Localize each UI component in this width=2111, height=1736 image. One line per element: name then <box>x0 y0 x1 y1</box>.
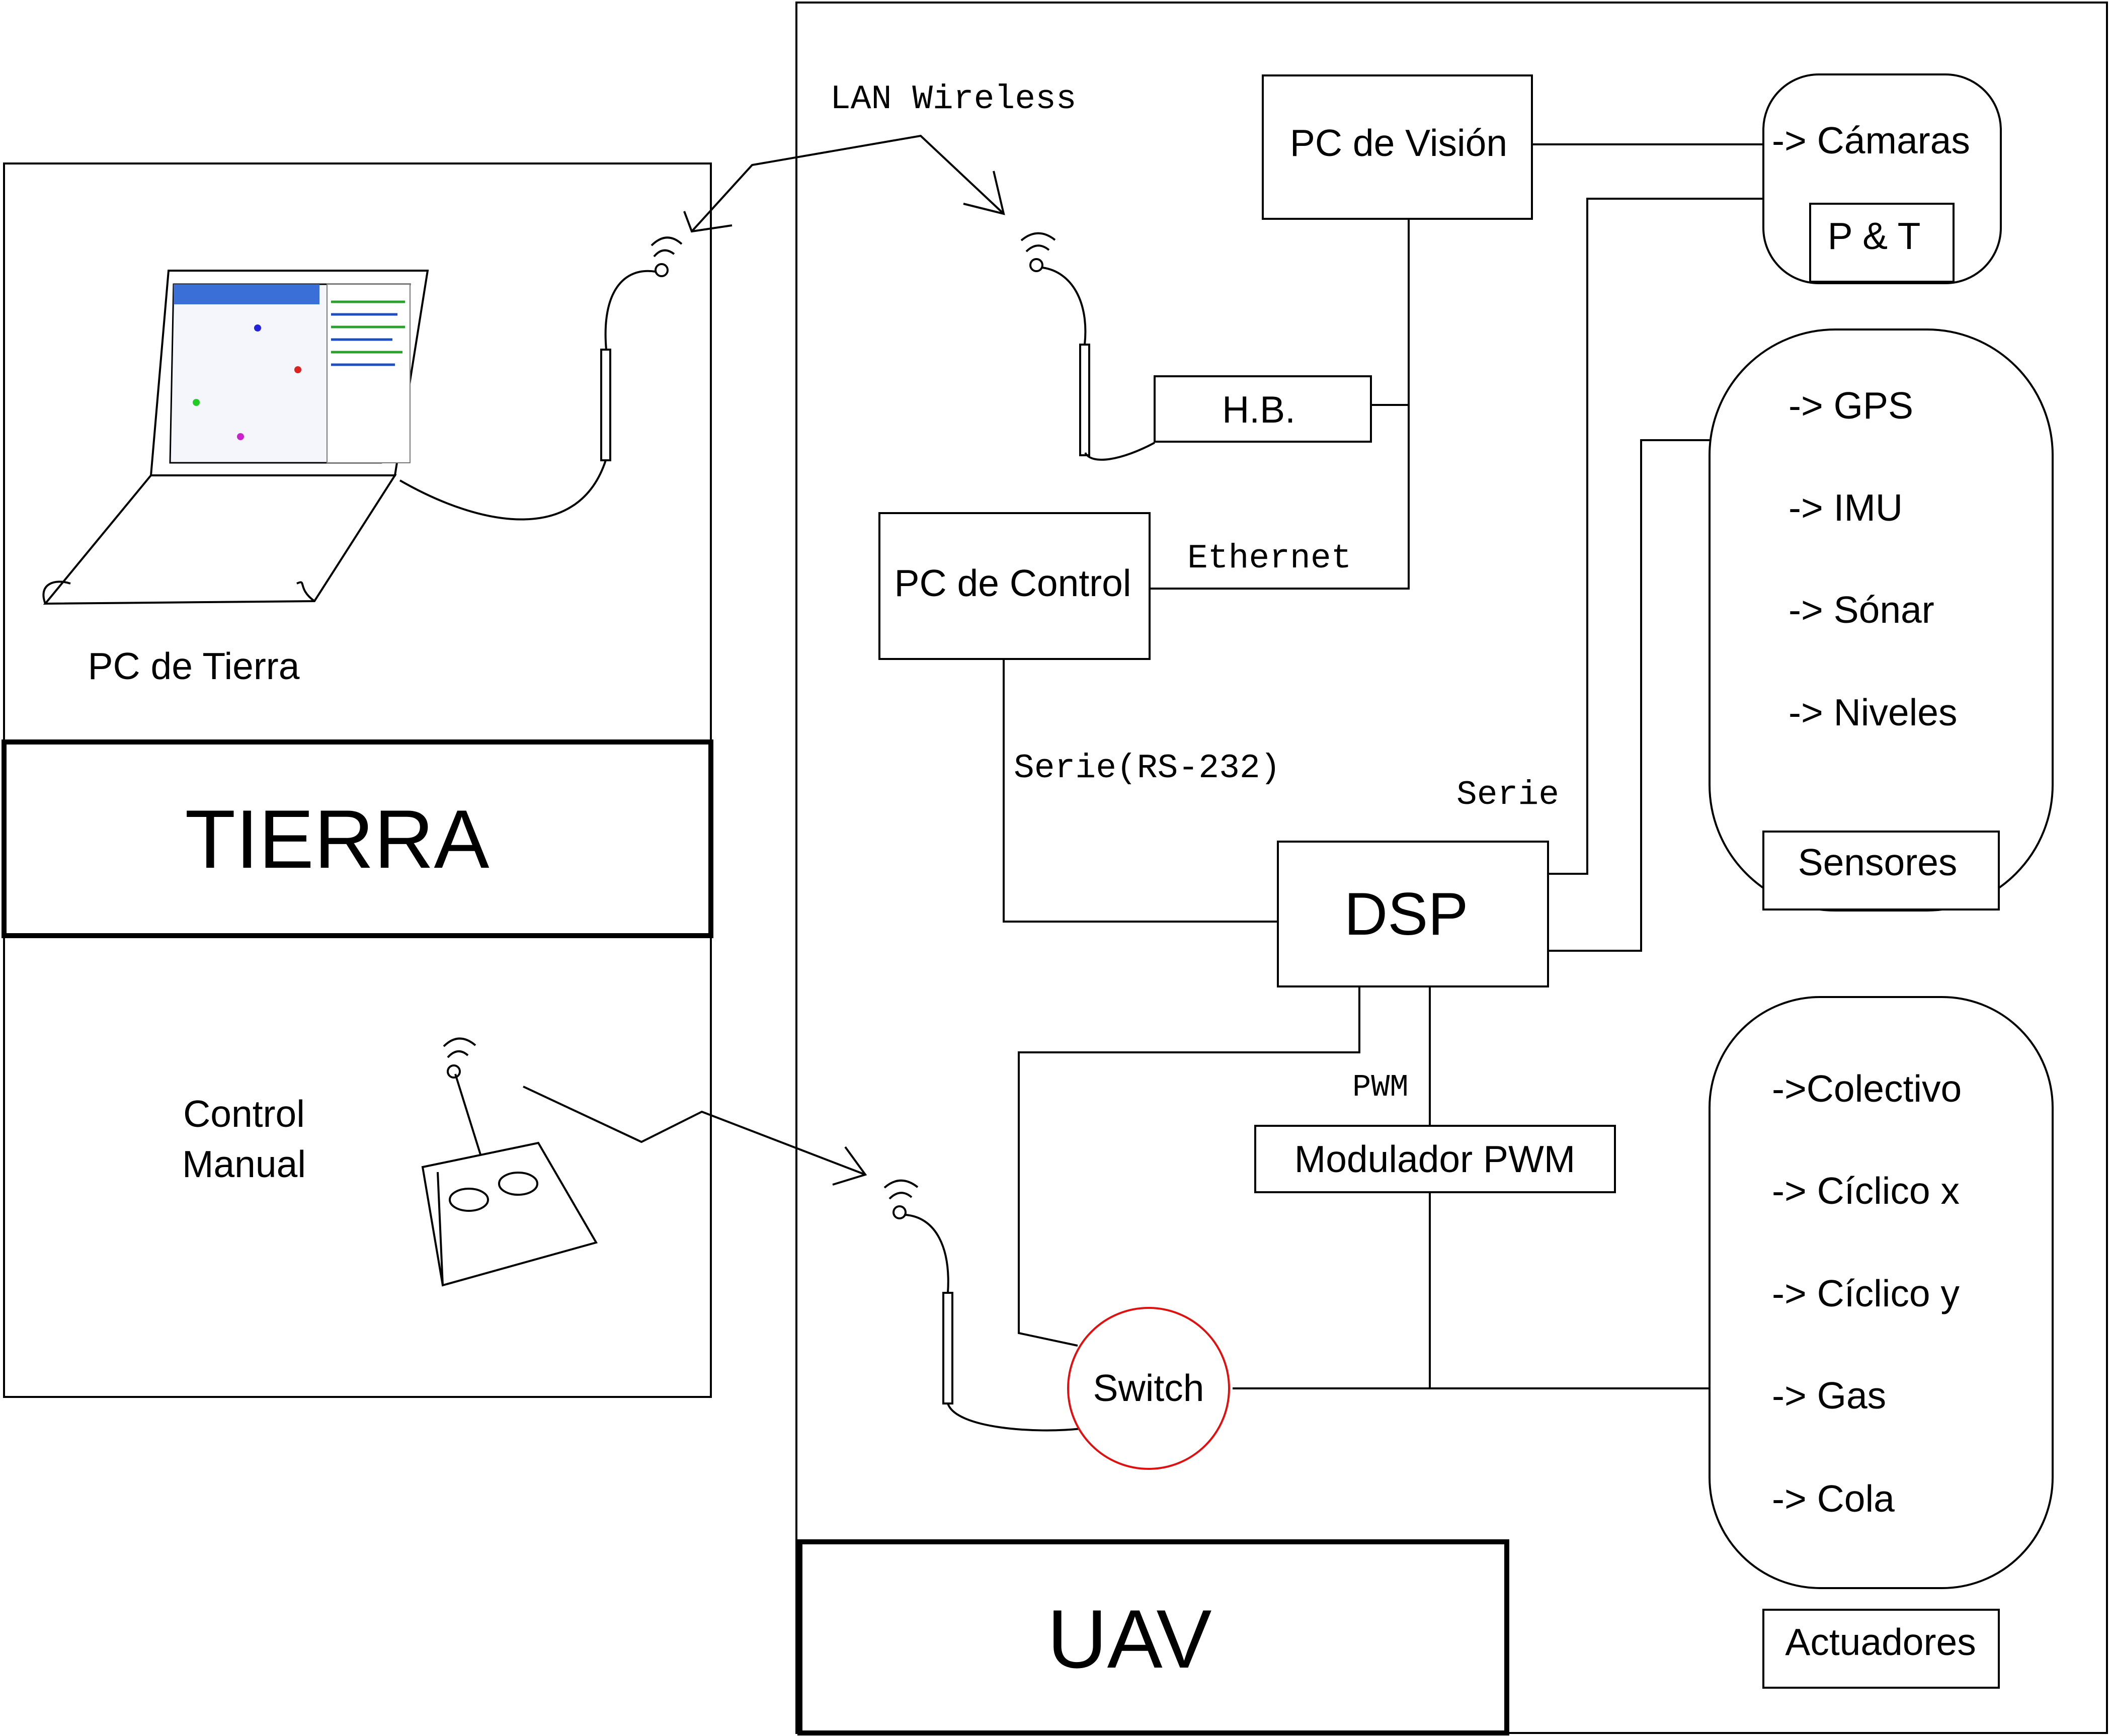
pt-box <box>1809 203 1955 283</box>
dsp-label: DSP <box>1344 880 1469 948</box>
dsp-to-switch-link <box>1018 986 1360 1347</box>
dsp-to-pt-serie-link <box>1548 198 1766 875</box>
pt-label: P & T <box>1828 215 1921 257</box>
sensores-footer-label: Sensores <box>1798 841 1958 883</box>
sensores-item-gps: -> GPS <box>1789 384 1913 427</box>
switch-label: Switch <box>1093 1367 1204 1409</box>
modulador-pwm-label: Modulador PWM <box>1294 1138 1576 1180</box>
serie-rs232-link <box>1003 659 1278 923</box>
switch-circle <box>1067 1307 1230 1470</box>
control-manual-label-line1: Control <box>183 1093 305 1135</box>
pc-vision-box <box>1262 74 1533 220</box>
rc-wireless-link <box>523 1086 866 1176</box>
hb-box <box>1154 375 1372 443</box>
actuadores-item-ciclico-x: -> Cíclico x <box>1772 1170 1960 1212</box>
rc-antenna-to-switch-cable <box>947 1403 1081 1432</box>
antenna-to-hb-cable <box>1084 442 1155 461</box>
hb-label: H.B. <box>1222 388 1295 431</box>
actuadores-footer-box <box>1762 1609 2000 1689</box>
tierra-title-box <box>2 739 713 938</box>
dsp-box <box>1277 841 1549 987</box>
actuadores-item-colectivo: ->Colectivo <box>1772 1067 1962 1110</box>
uav-title: UAV <box>1047 1593 1211 1685</box>
camaras-item: -> Cámaras <box>1772 119 1970 161</box>
lan-wireless-link <box>691 134 1005 232</box>
sensores-item-niveles: -> Niveles <box>1789 691 1958 733</box>
serie-label: Serie <box>1456 776 1559 814</box>
actuadores-item-ciclico-y: -> Cíclico y <box>1772 1272 1960 1314</box>
serie-rs232-label: Serie(RS-232) <box>1014 749 1281 788</box>
laptop-to-antenna-cable <box>399 460 607 521</box>
uav-title-box <box>797 1539 1509 1735</box>
control-manual-label-line2: Manual <box>182 1143 306 1185</box>
sensores-item-imu: -> IMU <box>1789 486 1903 529</box>
sensores-footer-box <box>1762 831 2000 911</box>
pwm-label: PWM <box>1352 1069 1409 1105</box>
uav-antenna-icon <box>1020 232 1090 456</box>
pc-vision-label: PC de Visión <box>1290 122 1507 164</box>
actuadores-item-cola: -> Cola <box>1772 1477 1895 1520</box>
remote-control-icon <box>421 1037 598 1287</box>
sensores-item-sonar: -> Sónar <box>1789 589 1934 631</box>
vision-ethernet-bus <box>1150 219 1410 590</box>
actuadores-item-gas: -> Gas <box>1772 1374 1886 1417</box>
dsp-to-sensores-link <box>1548 439 1710 952</box>
actuadores-footer-label: Actuadores <box>1785 1621 1976 1663</box>
pc-tierra-label: PC de Tierra <box>88 645 300 687</box>
lan-wireless-label: LAN Wireless <box>830 80 1077 119</box>
actuadores-group-box <box>1709 996 2054 1589</box>
ground-antenna-icon <box>600 236 683 461</box>
ethernet-label: Ethernet <box>1187 539 1351 578</box>
modulador-pwm-box <box>1254 1125 1616 1193</box>
pc-control-label: PC de Control <box>894 562 1131 604</box>
tierra-title: TIERRA <box>185 793 489 885</box>
laptop-icon <box>42 270 429 605</box>
pc-control-box <box>878 512 1151 660</box>
